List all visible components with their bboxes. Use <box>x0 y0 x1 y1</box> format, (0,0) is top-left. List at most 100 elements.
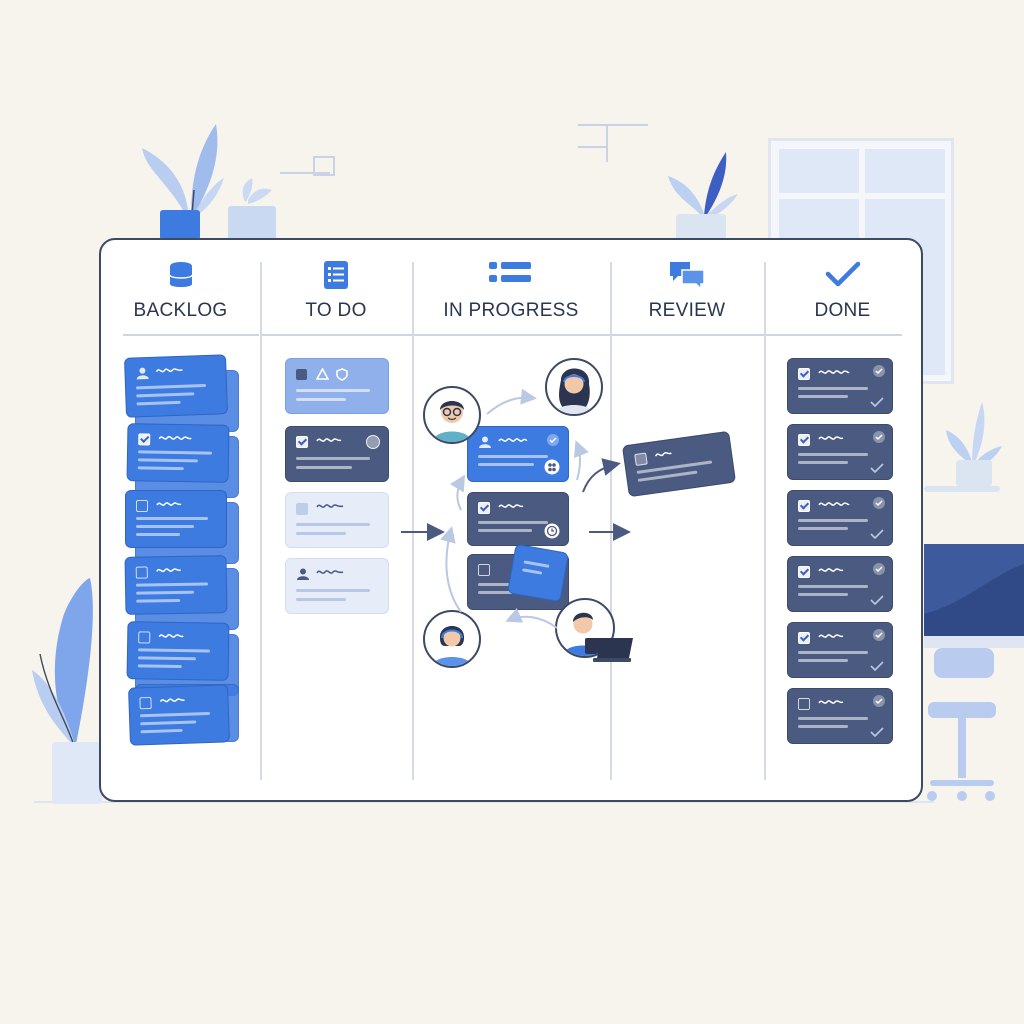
scribble-icon <box>498 438 528 442</box>
column-header-backlog[interactable]: BACKLOG <box>101 240 260 336</box>
task-card[interactable] <box>787 556 893 612</box>
scribble-icon <box>316 570 344 574</box>
check-circle-icon <box>873 365 885 377</box>
task-card[interactable] <box>787 622 893 678</box>
kanban-board: BACKLOG TO DO IN PROGRESS REVIEW <box>99 238 923 802</box>
person-headset-icon <box>555 368 593 414</box>
column-header-review[interactable]: REVIEW <box>610 240 764 336</box>
checkbox[interactable] <box>138 631 151 644</box>
task-card[interactable] <box>285 426 389 482</box>
check-icon <box>870 727 884 737</box>
scribble-icon <box>654 452 672 457</box>
column-header-done[interactable]: DONE <box>764 240 921 336</box>
task-card[interactable] <box>787 688 893 744</box>
check-icon <box>870 463 884 473</box>
task-card[interactable] <box>126 423 230 483</box>
status-badge <box>366 435 380 449</box>
desk-illustration <box>924 544 1024 801</box>
checkbox-checked[interactable] <box>798 500 810 512</box>
scribble-icon <box>158 633 184 638</box>
task-card[interactable] <box>128 684 230 746</box>
avatar[interactable] <box>423 610 481 668</box>
check-icon <box>870 661 884 671</box>
user-icon <box>479 436 491 448</box>
task-card[interactable] <box>285 358 389 414</box>
scribble-icon <box>155 368 183 373</box>
checkbox-checked[interactable] <box>798 368 810 380</box>
plant-illustration <box>946 402 1002 486</box>
user-icon <box>136 367 149 380</box>
task-card[interactable] <box>285 558 389 614</box>
check-circle-icon <box>873 563 885 575</box>
checklist-icon <box>324 261 348 289</box>
task-card[interactable] <box>467 492 569 546</box>
column-title-backlog: BACKLOG <box>133 300 228 321</box>
scribble-icon <box>159 698 185 703</box>
plant-illustration <box>32 578 102 804</box>
task-card[interactable] <box>125 490 227 548</box>
checkbox[interactable] <box>136 500 148 512</box>
checkbox-checked[interactable] <box>138 433 151 446</box>
plant-illustration <box>668 152 738 242</box>
task-card[interactable] <box>285 492 389 548</box>
shield-icon <box>336 368 348 381</box>
person-glasses-icon <box>433 401 471 442</box>
scribble-icon <box>156 502 182 506</box>
checkbox-checked[interactable] <box>798 566 810 578</box>
column-title-in-progress: IN PROGRESS <box>443 300 579 321</box>
checkbox-checked[interactable] <box>798 632 810 644</box>
task-card[interactable] <box>787 490 893 546</box>
task-card[interactable] <box>126 621 230 681</box>
user-icon <box>297 568 309 580</box>
column-title-done: DONE <box>814 300 871 321</box>
laptop-icon <box>593 638 633 662</box>
task-card-in-review[interactable] <box>621 430 737 498</box>
scribble-icon <box>818 502 850 506</box>
task-card[interactable] <box>467 426 569 482</box>
flow-arrows <box>401 388 631 629</box>
check-circle-icon <box>547 434 559 446</box>
column-title-review: REVIEW <box>648 300 726 321</box>
scribble-icon <box>818 700 844 704</box>
task-card[interactable] <box>123 354 229 418</box>
scribble-icon <box>158 435 192 440</box>
check-circle-icon <box>873 629 885 641</box>
chat-bubbles-icon <box>670 262 705 290</box>
scribble-icon <box>818 568 844 572</box>
checkbox-checked[interactable] <box>478 502 490 514</box>
column-header-todo[interactable]: TO DO <box>260 240 412 336</box>
database-icon <box>168 262 193 287</box>
check-icon <box>870 397 884 407</box>
scribble-icon <box>818 634 844 638</box>
scribble-icon <box>316 504 344 508</box>
clock-icon <box>544 523 560 539</box>
check-icon <box>870 595 884 605</box>
task-card[interactable] <box>124 555 228 615</box>
checkbox[interactable] <box>139 696 152 710</box>
checkbox[interactable] <box>478 564 490 576</box>
avatar[interactable] <box>545 358 603 416</box>
avatar[interactable] <box>423 386 481 444</box>
scribble-icon <box>818 370 850 374</box>
group-icon <box>544 459 560 475</box>
scribble-icon <box>498 504 524 508</box>
checkbox-checked[interactable] <box>296 436 308 448</box>
square-icon <box>296 369 307 380</box>
scribble-icon <box>156 568 182 573</box>
check-circle-icon <box>873 431 885 443</box>
task-card[interactable] <box>787 424 893 480</box>
checkbox[interactable] <box>634 452 648 467</box>
checkmark-icon <box>825 261 860 287</box>
checkbox[interactable] <box>296 503 308 515</box>
scribble-icon <box>316 438 342 442</box>
column-header-in-progress[interactable]: IN PROGRESS <box>412 240 610 336</box>
task-card[interactable] <box>787 358 893 414</box>
checkbox[interactable] <box>798 698 810 710</box>
scribble-icon <box>818 436 844 440</box>
check-circle-icon <box>873 497 885 509</box>
list-icon <box>489 262 531 282</box>
triangle-icon <box>316 368 329 380</box>
checkbox[interactable] <box>135 566 148 579</box>
checkbox-checked[interactable] <box>798 434 810 446</box>
check-circle-icon <box>873 695 885 707</box>
